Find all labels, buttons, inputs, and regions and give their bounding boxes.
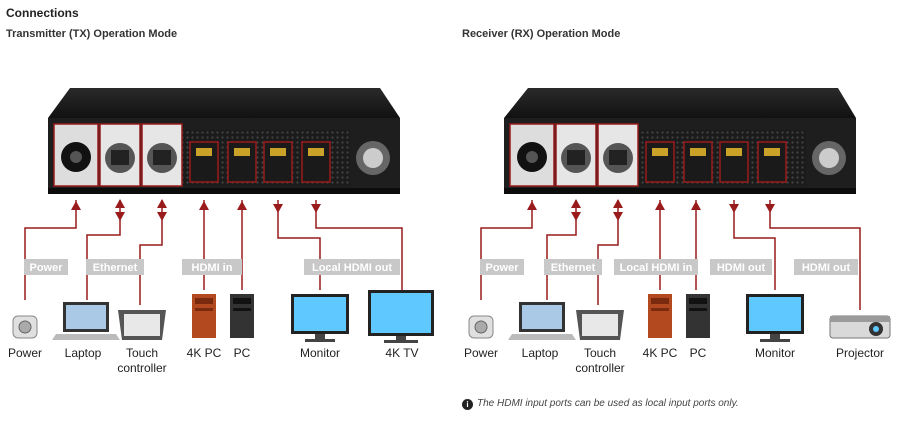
power-icon: [12, 315, 38, 339]
footnote: i The HDMI input ports can be used as loc…: [462, 398, 739, 410]
rx-arrows: [527, 199, 775, 221]
touch-controller-icon: [576, 310, 624, 340]
rx-group-labels: Power Ethernet Local HDMI in HDMI out HD…: [480, 259, 858, 275]
tx-device-pc: PC: [234, 346, 251, 360]
tx-arrows: [71, 199, 321, 221]
tx-group-ethernet: Ethernet: [93, 262, 138, 274]
rx-ethernet-port-2: [597, 123, 639, 187]
info-icon: i: [462, 399, 473, 410]
tx-mode-title: Transmitter (TX) Operation Mode: [6, 28, 178, 40]
rx-group-hdmi-out-2: HDMI out: [802, 262, 851, 274]
tx-power-port: [53, 123, 99, 187]
tx-diagram: Power Ethernet HDMI in Local HDMI out: [8, 88, 434, 375]
tx-device-monitor: Monitor: [300, 346, 340, 360]
tx-device-laptop: Laptop: [65, 346, 102, 360]
tx-group-power: Power: [29, 262, 63, 274]
tx-device-4kpc: 4K PC: [187, 346, 222, 360]
tx-group-labels: Power Ethernet HDMI in Local HDMI out: [24, 259, 400, 275]
tx-fiber-port: [352, 132, 394, 184]
pc-icon: [230, 294, 254, 338]
rx-device-laptop: Laptop: [522, 346, 559, 360]
rx-fiber-port: [808, 132, 850, 184]
tx-ethernet-port-2: [141, 123, 183, 187]
rx-device-pc: PC: [690, 346, 707, 360]
projector-icon: [829, 315, 891, 339]
tx-group-hdmi-in: HDMI in: [192, 262, 233, 274]
tx-end-devices: [12, 290, 434, 343]
rx-device-4kpc: 4K PC: [643, 346, 678, 360]
rx-device: [504, 88, 856, 194]
monitor-icon: [746, 294, 804, 342]
rx-group-power: Power: [485, 262, 519, 274]
rx-device-projector: Projector: [836, 346, 884, 360]
laptop-icon: [508, 302, 576, 340]
tx-device-4ktv: 4K TV: [385, 346, 418, 360]
rx-device-monitor: Monitor: [755, 346, 795, 360]
touch-controller-icon: [118, 310, 166, 340]
rx-ethernet-port-1: [555, 123, 597, 187]
footnote-text: The HDMI input ports can be used as loca…: [477, 398, 739, 409]
4k-pc-icon: [192, 294, 216, 338]
tx-device: [48, 88, 400, 194]
rx-group-ethernet: Ethernet: [551, 262, 596, 274]
rx-diagram: Power Ethernet Local HDMI in HDMI out HD…: [464, 88, 891, 375]
tx-hdmi-ports: [189, 141, 331, 183]
rx-group-hdmi-out-1: HDMI out: [717, 262, 766, 274]
tx-connection-lines: [24, 200, 403, 305]
tx-group-local-hdmi-out: Local HDMI out: [312, 262, 392, 274]
rx-connection-lines: [480, 200, 861, 310]
rx-end-devices: [468, 294, 891, 342]
rx-group-local-hdmi-in: Local HDMI in: [620, 262, 693, 274]
tx-device-power: Power: [8, 346, 42, 360]
tx-ethernet-port-1: [99, 123, 141, 187]
4k-tv-icon: [368, 290, 434, 343]
laptop-icon: [52, 302, 120, 340]
monitor-icon: [291, 294, 349, 342]
4k-pc-icon: [648, 294, 672, 338]
rx-device-power: Power: [464, 346, 498, 360]
rx-power-port: [509, 123, 555, 187]
section-title: Connections: [6, 6, 79, 20]
pc-icon: [686, 294, 710, 338]
power-icon: [468, 315, 494, 339]
rx-mode-title: Receiver (RX) Operation Mode: [462, 28, 621, 40]
rx-hdmi-ports: [645, 141, 787, 183]
